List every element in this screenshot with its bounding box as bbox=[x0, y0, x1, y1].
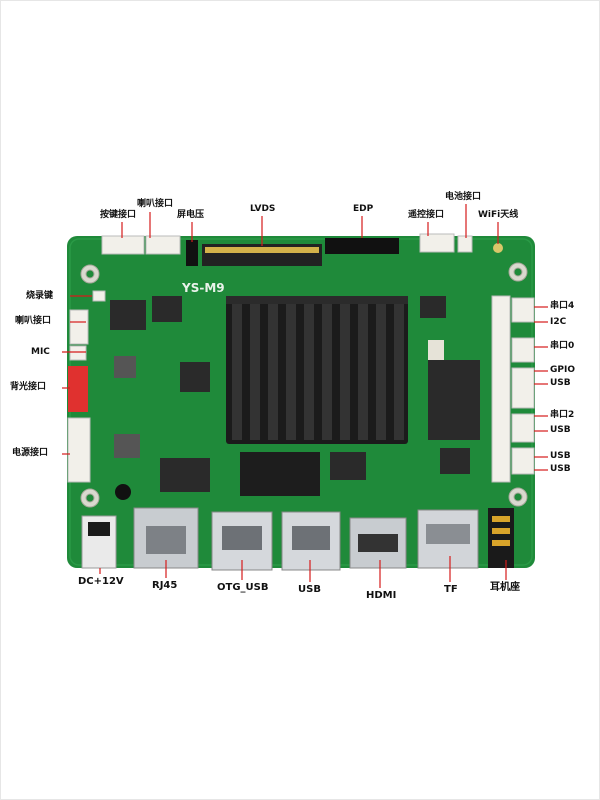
silkscreen-model: YS-M9 bbox=[181, 281, 225, 295]
label-i2c: I2C bbox=[550, 317, 567, 327]
label-uart2: 串口2 bbox=[550, 410, 575, 420]
label-usb-right-2: USB bbox=[550, 425, 571, 435]
right-connectors bbox=[428, 295, 535, 483]
label-edp: EDP bbox=[353, 204, 374, 214]
label-speaker-left: 喇叭接口 bbox=[15, 316, 52, 326]
label-tf: TF bbox=[444, 584, 458, 595]
label-usb-bottom: USB bbox=[298, 584, 321, 595]
label-uart0: 串口0 bbox=[550, 341, 575, 351]
label-keys: 按键接口 bbox=[100, 210, 137, 220]
label-mic: MIC bbox=[31, 347, 50, 357]
bottom-connectors bbox=[81, 507, 514, 571]
left-connectors bbox=[67, 290, 106, 483]
label-hdmi: HDMI bbox=[366, 590, 397, 601]
heatsink bbox=[226, 296, 408, 444]
label-screen-voltage: 屏电压 bbox=[177, 210, 205, 220]
ic-chips bbox=[110, 296, 480, 500]
label-gpio: GPIO bbox=[550, 365, 575, 375]
label-lvds: LVDS bbox=[250, 204, 276, 214]
label-dc: DC+12V bbox=[78, 576, 124, 587]
label-backlight: 背光接口 bbox=[10, 382, 47, 392]
label-earphone: 耳机座 bbox=[490, 582, 520, 593]
label-usb-right-1: USB bbox=[550, 378, 571, 388]
label-usb-right-4: USB bbox=[550, 464, 571, 474]
label-burn-key: 烧录键 bbox=[26, 291, 54, 301]
label-uart4: 串口4 bbox=[550, 301, 575, 311]
label-wifi: WiFi天线 bbox=[478, 210, 519, 220]
label-power: 电源接口 bbox=[12, 448, 49, 458]
label-otg-usb: OTG_USB bbox=[217, 582, 269, 593]
label-speaker-top: 喇叭接口 bbox=[137, 199, 174, 209]
label-battery: 电池接口 bbox=[445, 192, 482, 202]
label-usb-right-3: USB bbox=[550, 451, 571, 461]
top-connectors bbox=[101, 233, 503, 266]
label-remote: 遥控接口 bbox=[408, 210, 445, 220]
label-rj45: RJ45 bbox=[152, 580, 178, 591]
mounting-holes bbox=[80, 262, 528, 508]
